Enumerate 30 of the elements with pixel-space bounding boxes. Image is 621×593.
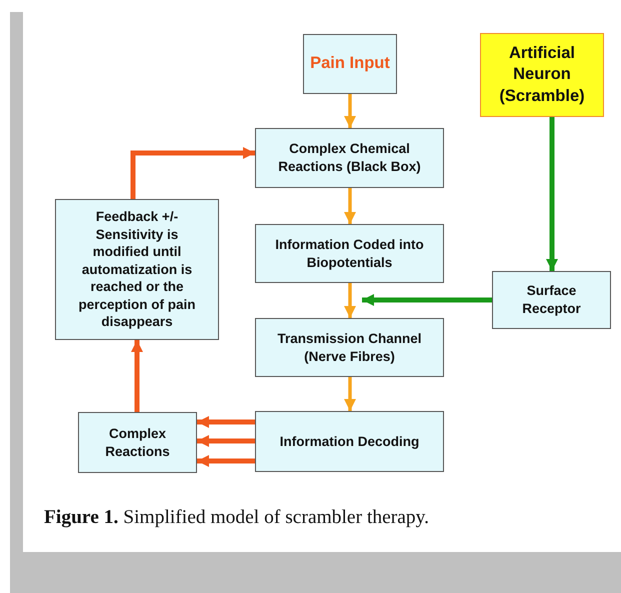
- process-box: [492, 271, 611, 329]
- process-box: [255, 318, 444, 377]
- box-label: Complex Chemical Reactions (Black Box): [277, 140, 422, 176]
- box-label: Complex Reactions: [104, 424, 171, 460]
- arrow: [344, 94, 356, 128]
- box-label: Information Coded into Biopotentials: [274, 236, 425, 272]
- arrow: [197, 435, 255, 447]
- arrow: [131, 340, 143, 412]
- process-box: [55, 199, 219, 340]
- box-label: Surface Receptor: [521, 282, 582, 318]
- arrow: [344, 377, 356, 411]
- process-box: [255, 128, 444, 188]
- figure-caption: Figure 1. Simplified model of scrambler therapy.: [44, 507, 430, 529]
- arrow: [197, 455, 255, 467]
- arrow: [130, 147, 255, 199]
- process-box: [255, 224, 444, 283]
- box-label: Information Decoding: [280, 432, 420, 450]
- process-box: [78, 412, 197, 473]
- box-label: Artificial Neuron (Scramble): [498, 42, 586, 107]
- arrow: [197, 416, 255, 428]
- process-box: [255, 411, 444, 472]
- box-label: Transmission Channel (Nerve Fibres): [276, 330, 423, 366]
- arrow: [362, 294, 492, 306]
- process-box: [480, 33, 604, 117]
- box-label: Feedback +/- Sensitivity is modified until automatization is reached or the perception of pain disappears: [77, 208, 196, 331]
- process-box: [303, 34, 397, 94]
- arrow: [344, 283, 356, 318]
- box-label: Pain Input: [310, 53, 390, 74]
- arrow: [344, 188, 356, 224]
- arrow: [546, 117, 558, 271]
